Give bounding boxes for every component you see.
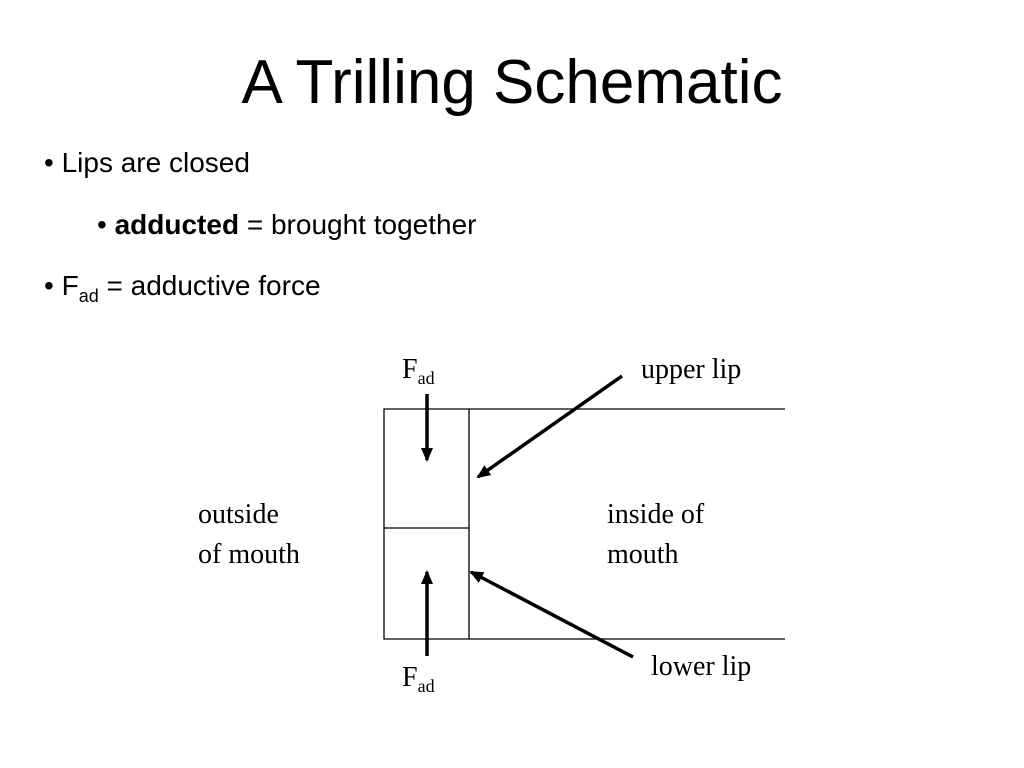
outside-of-mouth-label: outside of mouth	[198, 495, 300, 575]
upper-lip-pointer-arrow	[476, 374, 624, 479]
force-label-bottom-subscript: ad	[417, 676, 435, 696]
force-label-top-subscript: ad	[417, 368, 435, 388]
bullet-force-definition: = adductive force	[98, 270, 321, 301]
inside-label-line-1: inside of	[607, 499, 705, 530]
bullet-adducted: • adducted = brought together	[97, 208, 476, 242]
outside-label-line-1: outside	[198, 499, 279, 530]
bullet-adductive-force: • Fad = adductive force	[44, 269, 321, 306]
lower-lip-label: lower lip	[651, 651, 752, 682]
bullet-force-symbol: • F	[44, 270, 79, 301]
lower-lip-outline	[383, 528, 785, 640]
slide-title: A Trilling Schematic	[241, 48, 783, 117]
bullet-lips-closed: • Lips are closed	[44, 147, 250, 178]
force-label-bottom: Fad	[402, 658, 435, 700]
force-label-bottom-symbol: F	[402, 662, 418, 693]
outside-label-line-2: of mouth	[198, 539, 300, 570]
upper-lip-outline	[383, 408, 785, 529]
bullet-adducted-prefix: •	[97, 209, 115, 240]
lower-lip-pointer-arrow	[469, 570, 634, 659]
force-label-top: Fad	[402, 350, 435, 392]
bullet-adducted-definition: = brought together	[239, 209, 477, 240]
bullet-force-subscript: ad	[78, 286, 99, 306]
inside-of-mouth-label: inside of mouth	[607, 495, 704, 575]
force-label-top-symbol: F	[402, 354, 418, 385]
bullet-adducted-term: adducted	[114, 209, 240, 240]
inside-label-line-2: mouth	[607, 539, 679, 570]
upper-lip-label: upper lip	[641, 354, 742, 385]
